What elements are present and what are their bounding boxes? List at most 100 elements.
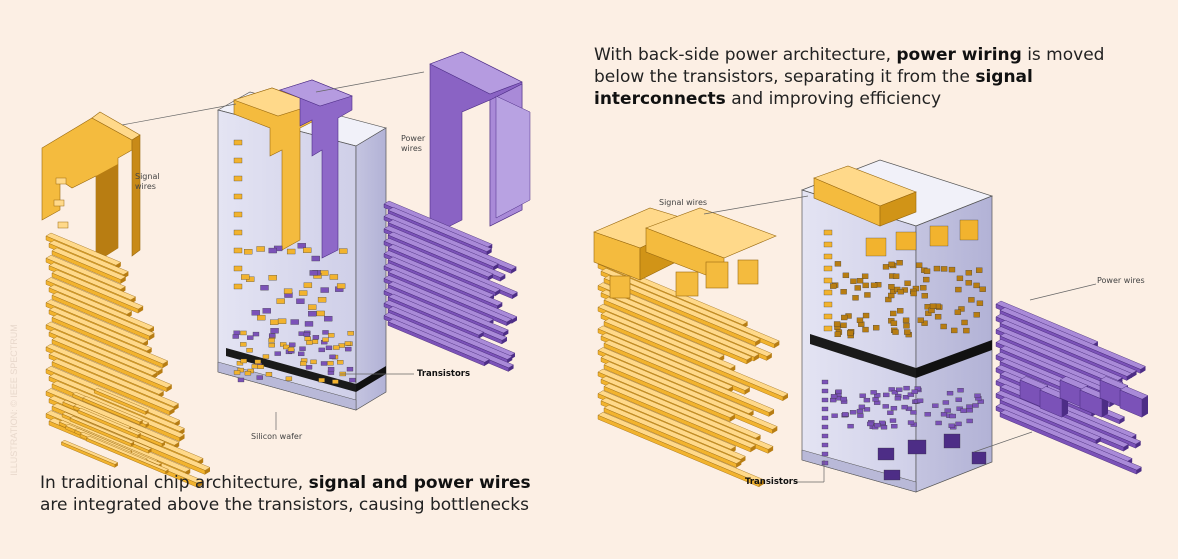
signal-wire	[750, 445, 756, 453]
signal-via	[247, 335, 254, 340]
signal-via	[854, 285, 861, 291]
signal-via	[929, 303, 937, 309]
caption-text: In traditional chip architecture,	[40, 473, 309, 493]
signal-wire	[768, 446, 774, 454]
power-via	[308, 304, 317, 310]
power-via	[894, 396, 902, 401]
traditional-leader-lines	[121, 71, 425, 430]
power-via	[888, 387, 895, 392]
signal-via	[823, 313, 833, 320]
power-wire	[1102, 395, 1108, 418]
signal-via	[320, 361, 328, 366]
signal-via	[892, 329, 899, 335]
signal-via	[840, 322, 847, 328]
power-via	[870, 390, 877, 395]
signal-pad	[865, 237, 887, 257]
power-wire	[511, 266, 517, 274]
power-wire	[1136, 467, 1142, 475]
signal-via	[823, 289, 833, 296]
signal-via	[823, 241, 833, 248]
backside-leader-lines	[703, 195, 1097, 483]
power-via	[821, 460, 829, 466]
signal-via	[856, 278, 864, 284]
power-via	[903, 385, 910, 391]
signal-via	[233, 175, 243, 182]
signal-via	[925, 310, 932, 317]
signal-via	[233, 370, 241, 375]
power-via	[318, 377, 325, 383]
power-wire	[1131, 370, 1137, 378]
power-via	[916, 398, 924, 403]
signal-via	[327, 367, 335, 372]
transistors-label-right: Transistors	[745, 477, 799, 487]
signal-wire	[148, 448, 152, 454]
power-via	[240, 342, 247, 347]
signal-wire	[729, 414, 735, 422]
power-wire	[508, 364, 514, 372]
power-via	[256, 375, 263, 380]
signal-via	[296, 298, 305, 304]
signal-wire	[736, 460, 742, 468]
power-via	[821, 406, 829, 412]
copyright-watermark: ILLUSTRATION: © IEEE SPECTRUM	[8, 324, 19, 476]
power-via	[911, 389, 918, 394]
power-via	[949, 413, 956, 419]
power-pad	[883, 469, 901, 481]
power-wire	[478, 332, 484, 339]
signal-via	[948, 266, 956, 273]
signal-wire	[754, 354, 760, 362]
signal-wire	[740, 456, 746, 464]
power-via	[312, 335, 320, 340]
signal-via	[329, 354, 336, 360]
power-via	[966, 404, 973, 409]
signal-via	[850, 278, 857, 284]
caption-text: are integrated above the transistors, ca…	[40, 495, 529, 515]
signal-via	[270, 328, 279, 334]
signal-wire	[161, 441, 165, 447]
signal-wire	[782, 393, 788, 401]
signal-wire	[138, 306, 144, 314]
power-wire	[512, 316, 518, 324]
signal-via	[896, 260, 903, 266]
signal-wire	[755, 339, 761, 347]
power-via	[257, 314, 266, 321]
power-via	[240, 330, 247, 336]
signal-via	[322, 330, 329, 335]
signal-via	[940, 323, 947, 330]
power-via	[935, 420, 942, 426]
signal-via	[268, 343, 275, 348]
power-via	[966, 418, 973, 424]
signal-via	[862, 326, 869, 333]
signal-via	[904, 280, 911, 286]
signal-via	[890, 310, 897, 317]
signal-via	[870, 282, 878, 288]
signal-wire	[197, 480, 203, 488]
power-via	[821, 379, 829, 385]
signal-via	[921, 320, 928, 326]
signal-via	[892, 273, 900, 279]
signal-via	[339, 248, 348, 254]
signal-via	[244, 371, 252, 376]
power-via	[830, 394, 838, 399]
signal-via	[344, 341, 352, 346]
signal-via	[834, 331, 841, 338]
signal-via	[336, 283, 346, 289]
signal-wire	[114, 462, 118, 468]
power-via	[329, 274, 339, 280]
signal-wire	[766, 353, 772, 361]
power-via	[262, 308, 271, 314]
signal-via	[897, 289, 904, 295]
power-wires-label-right: Power wires	[1097, 276, 1145, 285]
power-via	[821, 388, 829, 394]
power-via	[346, 366, 354, 372]
signal-via	[320, 287, 329, 293]
power-via	[285, 376, 293, 381]
power-via	[960, 408, 967, 413]
traditional-caption: In traditional chip architecture, signal…	[40, 472, 540, 516]
power-via	[262, 354, 270, 359]
traditional-signal-wire-stack	[41, 111, 211, 488]
signal-via	[268, 338, 275, 343]
power-via	[957, 388, 964, 393]
power-via	[305, 365, 313, 370]
silicon-wafer-label: Silicon wafer	[251, 432, 303, 441]
